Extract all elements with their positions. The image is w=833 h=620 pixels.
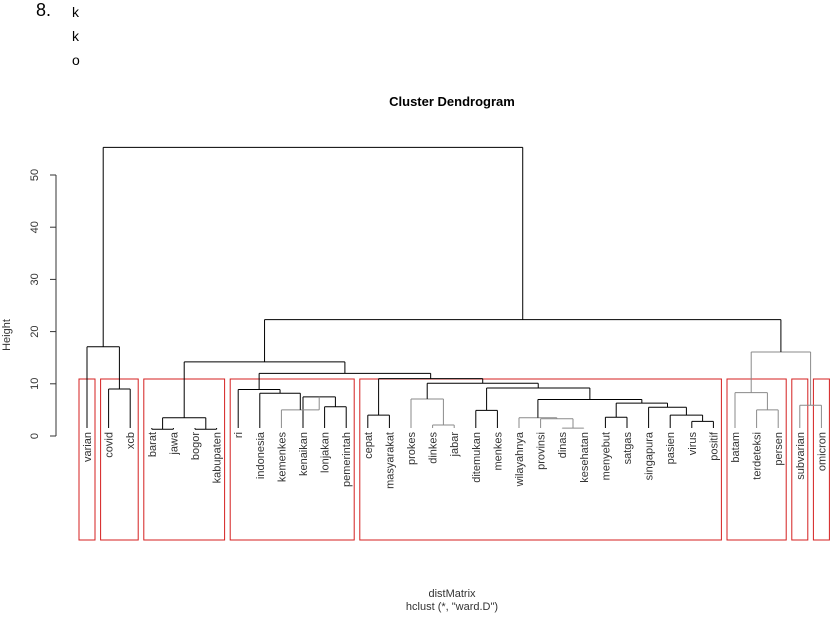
leaf-label: kemenkes: [276, 432, 288, 483]
leaf-label: wilayahnya: [514, 431, 526, 487]
leaf-label: ditemukan: [471, 432, 483, 483]
leaf-label: ri: [233, 432, 245, 438]
leaf-label: virus: [687, 432, 699, 456]
y-tick-label: 50: [29, 169, 41, 181]
partial-text-line: o: [72, 52, 80, 68]
leaf-label: cepat: [363, 432, 375, 459]
cluster-box: [812, 378, 830, 541]
leaf-label: kesehatan: [579, 432, 591, 483]
cluster-box: [791, 378, 809, 541]
leaf-label: positif: [708, 431, 720, 461]
cluster-box: [229, 378, 355, 541]
leaf-label: varian: [82, 432, 94, 462]
leaf-label: xcb: [125, 432, 137, 449]
y-tick-label: 40: [29, 221, 41, 233]
leaf-label: dinkes: [428, 432, 440, 464]
leaf-label: indonesia: [255, 431, 267, 479]
leaf-label: prokes: [406, 432, 418, 466]
chart-title: Cluster Dendrogram: [389, 94, 515, 109]
leaf-label: kenaikan: [298, 432, 310, 476]
leaf-label: menyebut: [600, 432, 612, 480]
leaf-label: menkes: [492, 432, 504, 471]
leaf-label: pemerintah: [341, 432, 353, 487]
y-axis-title: Height: [1, 319, 13, 351]
y-tick-label: 0: [29, 433, 41, 439]
leaf-label: subvarian: [795, 432, 807, 480]
leaf-labels: varian covid xcb barat jawa bogor kabupaten ri i…: [82, 431, 828, 489]
page-number: 8.: [36, 0, 52, 20]
cluster-box: [359, 378, 722, 541]
y-tick-label: 10: [29, 378, 41, 390]
partial-text-line: k: [72, 4, 79, 20]
y-tick-label: 30: [29, 273, 41, 285]
leaf-label: jawa: [168, 431, 180, 456]
leaf-label: jabar: [449, 432, 461, 458]
leaf-label: bogor: [190, 432, 202, 460]
leaf-label: singapura: [644, 431, 656, 480]
cluster-boxes: [78, 378, 830, 541]
x-axis-title: distMatrix: [428, 588, 476, 600]
x-axis-subtitle: hclust (*, "ward.D"): [406, 601, 498, 613]
leaf-label: omicron: [816, 432, 828, 471]
leaf-label: kabupaten: [212, 432, 224, 483]
partial-text-line: k: [72, 28, 79, 44]
cluster-box: [100, 378, 139, 541]
dendrogram-branches: [86, 146, 822, 430]
leaf-label: persen: [773, 432, 785, 466]
leaf-label: terdeteksi: [752, 432, 764, 480]
leaf-label: covid: [104, 432, 116, 458]
y-tick-label: 20: [29, 325, 41, 337]
partial-text: k k o: [72, 0, 80, 72]
leaf-label: dinas: [557, 432, 569, 459]
y-axis: 0 10 20 30 40 50: [29, 169, 57, 439]
leaf-label: provinsi: [536, 432, 548, 470]
cluster-box: [726, 378, 787, 541]
leaf-label: batam: [730, 432, 742, 463]
leaf-label: lonjakan: [320, 432, 332, 473]
leaf-label: masyarakat: [384, 432, 396, 489]
leaf-label: pasien: [665, 432, 677, 464]
leaf-label: barat: [147, 432, 159, 457]
leaf-label: satgas: [622, 432, 634, 465]
